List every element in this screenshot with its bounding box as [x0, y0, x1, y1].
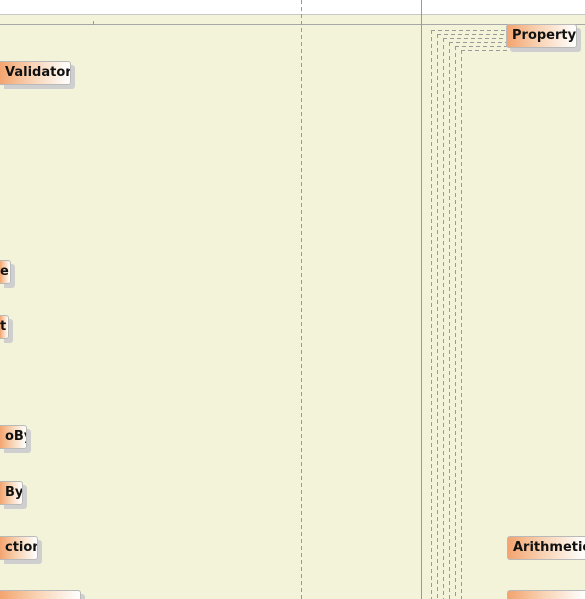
connector-property-5 [455, 46, 507, 47]
connector-property-5-down [455, 46, 456, 599]
node-t[interactable]: t [0, 315, 9, 339]
node-t-label: t [0, 319, 7, 334]
node-validator-label: Validator [5, 65, 71, 80]
node-by-label: By [5, 485, 23, 500]
node-validator[interactable]: Validator [0, 61, 71, 85]
connector-property-6-down [461, 50, 462, 599]
connector-property-3-down [443, 38, 444, 599]
node-arithmetic[interactable]: Arithmetic [507, 536, 585, 560]
node-ction-label: ction [5, 540, 38, 555]
package-top-edge [94, 24, 585, 25]
node-property[interactable]: Property [506, 24, 577, 48]
node-partial-bottom-right[interactable] [507, 590, 585, 599]
connector-property-4 [449, 42, 507, 43]
package-tab-edge [0, 24, 94, 25]
node-e[interactable]: e [0, 260, 11, 284]
canvas-background [0, 15, 585, 599]
connector-property-3 [443, 38, 507, 39]
node-e-label: e [0, 264, 9, 279]
canvas-top-border [0, 14, 585, 15]
node-by[interactable]: By [0, 481, 23, 505]
connector-property-1-down [431, 30, 432, 599]
node-arithmetic-label: Arithmetic [513, 540, 585, 555]
region-separator-dashed [301, 0, 302, 599]
node-ction[interactable]: ction [0, 536, 38, 560]
node-oby[interactable]: oBy [0, 425, 27, 449]
connector-property-1 [431, 30, 507, 31]
region-separator-solid [421, 0, 422, 599]
canvas-top-margin [0, 0, 585, 14]
node-property-label: Property [512, 28, 577, 43]
connector-property-2-down [437, 34, 438, 599]
node-partial-bottom-left[interactable] [0, 590, 81, 599]
connector-property-4-down [449, 42, 450, 599]
node-oby-label: oBy [5, 429, 26, 444]
connector-property-2 [437, 34, 507, 35]
connector-property-6 [461, 50, 507, 51]
package-tab-notch [93, 21, 94, 25]
